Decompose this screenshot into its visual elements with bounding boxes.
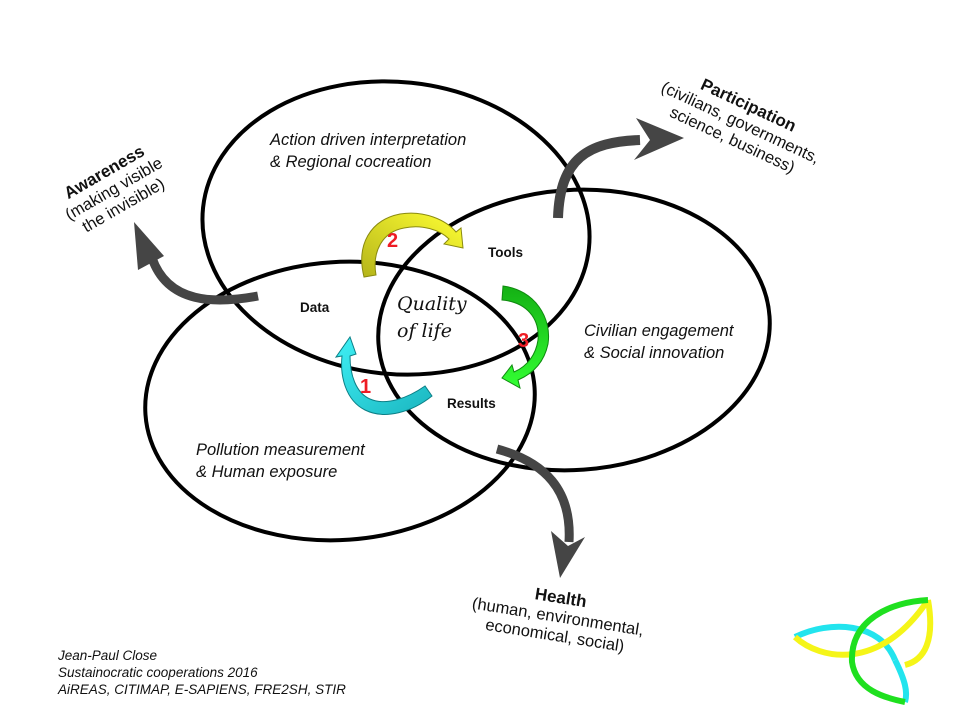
step-1-arrow (334, 335, 433, 415)
center-label-line2: of life (397, 320, 452, 342)
participation-arrow (553, 118, 684, 219)
credit-projects: AiREAS, CITIMAP, E-SAPIENS, FRE2SH, STIR (58, 682, 346, 697)
step-2-arrow (361, 212, 464, 278)
awareness-arrow (134, 222, 259, 305)
circle-left-label-line2: & Human exposure (196, 463, 337, 481)
step-3-number: 3 (518, 330, 529, 352)
circle-right-label-line1: Civilian engagement (584, 322, 735, 340)
circle-top-label-line1: Action driven interpretation (269, 131, 466, 149)
health-arrow (495, 444, 585, 578)
step-2-number: 2 (387, 230, 398, 252)
circle-top-label-line2: & Regional cocreation (270, 153, 431, 171)
circle-left-label-line1: Pollution measurement (196, 441, 366, 459)
intersection-results-label: Results (447, 396, 496, 411)
trefoil-logo (792, 597, 934, 705)
participation-label: Participation (civilians, governments, s… (658, 75, 822, 177)
intersection-tools-label: Tools (488, 245, 523, 260)
credits: Jean-Paul Close Sustainocratic cooperati… (58, 647, 346, 698)
health-label: Health (human, environmental, economical… (471, 584, 645, 655)
center-label-line1: Quality (397, 293, 467, 315)
circle-left (143, 259, 537, 543)
step-3-arrow (501, 285, 550, 389)
credit-author: Jean-Paul Close (58, 648, 158, 663)
circle-top (200, 79, 592, 377)
intersection-data-label: Data (300, 300, 330, 315)
awareness-label: Awareness (making visible the invisible) (61, 142, 168, 237)
circle-right-label-line2: & Social innovation (584, 344, 724, 362)
credit-organization: Sustainocratic cooperations 2016 (58, 665, 258, 680)
step-1-number: 1 (360, 376, 371, 398)
